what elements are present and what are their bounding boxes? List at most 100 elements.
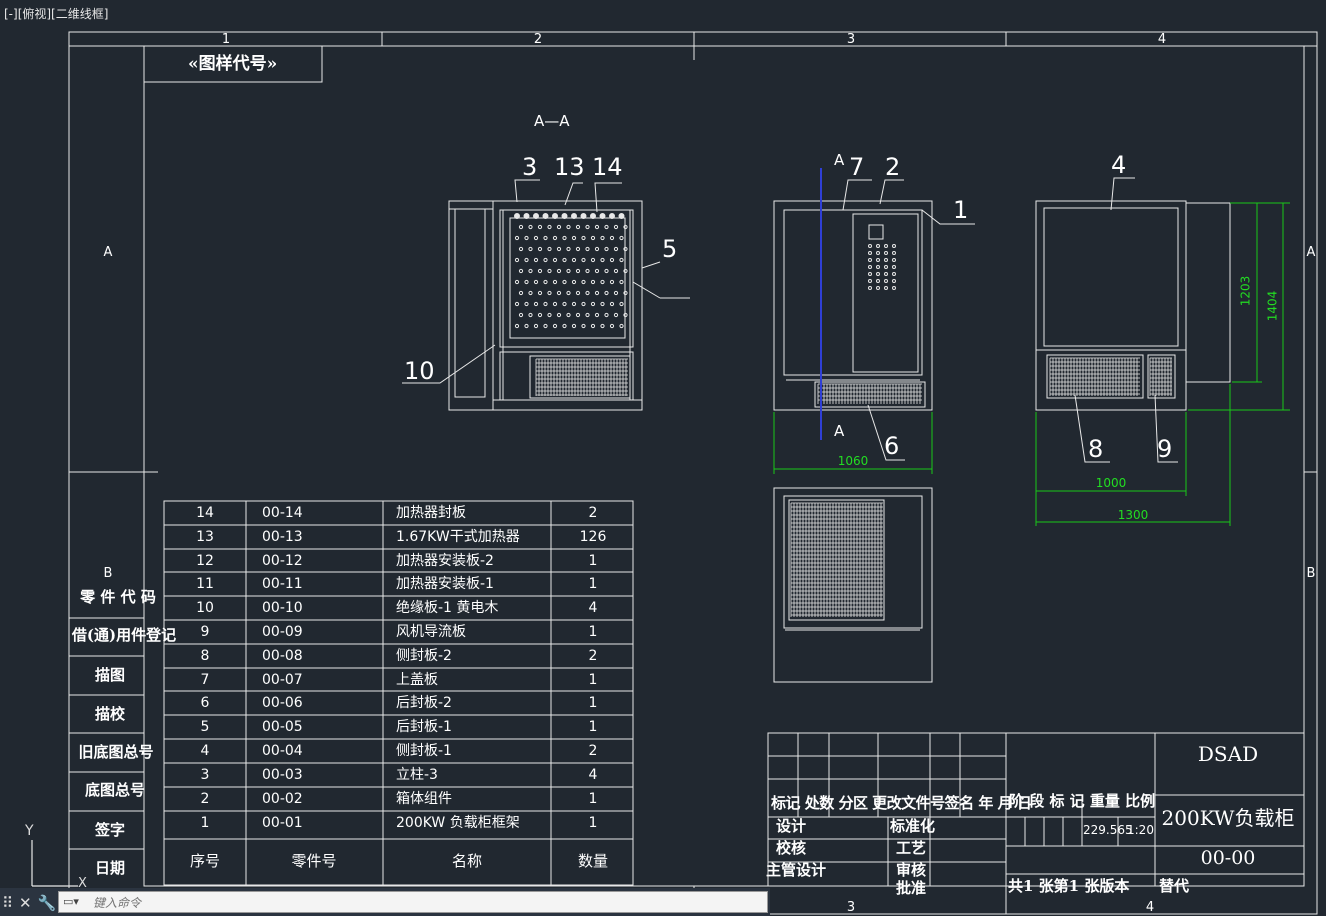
zone-letter: B [1306,566,1316,581]
command-input-box[interactable]: ▭▾ [58,891,768,913]
bom-cell-qty: 4 [588,600,598,616]
bom-cell-index: 6 [200,695,210,711]
bom-header-name: 名称 [451,852,483,870]
balloon-1: 1 [953,196,969,224]
bom-cell-qty: 126 [579,529,607,545]
bom-cell-part-no: 00-12 [262,553,303,569]
zone-number: 4 [1145,900,1155,915]
balloon-12: 13 [554,153,585,181]
command-history-icon[interactable]: ▭▾ [63,895,79,908]
zone-number: 1 [221,32,231,47]
bom-cell-qty: 1 [588,719,598,735]
bom-cell-index: 7 [200,672,210,688]
viewport-label[interactable]: [-][俯视][二维线框] [4,7,109,21]
balloon-7: 7 [849,153,865,181]
close-icon[interactable]: ✕ [19,894,32,912]
bom-cell-qty: 1 [588,576,598,592]
drag-handle-icon[interactable]: ⠿ [2,894,13,912]
balloon-6: 6 [884,432,900,460]
stage-header: 阶 段 标 记 重量 比例 [1009,792,1156,810]
bom-cell-part-no: 00-01 [262,815,303,831]
bom-cell-name: 后封板-2 [396,695,452,711]
bom-cell-index: 8 [200,648,210,664]
bom-cell-qty: 1 [588,815,598,831]
design-label: 设计 [776,817,807,835]
dimension-1404: 1404 [1265,290,1280,322]
command-bar-icons: ⠿ ✕ 🔧 [2,894,56,912]
left-column-old-base-no: 旧底图总号 [78,743,154,761]
bom-cell-qty: 1 [588,624,598,640]
bom-cell-index: 11 [196,576,214,592]
bom-cell-name: 箱体组件 [396,791,452,807]
drawing-number: 00-00 [1200,847,1256,869]
bom-cell-part-no: 00-11 [262,576,303,592]
company-name: DSAD [1197,742,1259,766]
bom-cell-index: 4 [200,743,210,759]
balloon-2: 2 [885,153,901,181]
section-marker-top: A [834,151,845,169]
bom-cell-qty: 1 [588,553,598,569]
zone-letter: A [103,245,113,260]
bom-cell-qty: 1 [588,791,598,807]
zone-number: 4 [1157,32,1167,47]
bom-cell-name: 侧封板-2 [396,648,452,664]
balloon-3: 3 [522,153,538,181]
zone-number: 2 [533,32,543,47]
approve-label: 批准 [896,879,927,897]
wrench-icon[interactable]: 🔧 [37,894,57,912]
bom-cell-part-no: 00-02 [262,791,303,807]
bom-cell-index: 10 [196,600,214,616]
section-label: A—A [534,112,570,130]
scale-value: 1:20 [1127,823,1154,837]
bom-cell-part-no: 00-14 [262,505,303,521]
bom-cell-part-no: 00-09 [262,624,303,640]
bom-cell-qty: 1 [588,695,598,711]
section-marker-bottom: A [834,422,845,440]
bom-header-qty: 数量 [577,852,609,870]
bom-cell-qty: 4 [588,767,598,783]
zone-letter: B [103,566,113,581]
bom-cell-index: 9 [200,624,210,640]
left-column-base-no: 底图总号 [84,781,146,799]
bom-cell-part-no: 00-05 [262,719,303,735]
bom-cell-name: 加热器安装板-1 [396,576,494,592]
bom-cell-name: 加热器封板 [396,505,466,521]
balloon-5: 5 [662,235,678,263]
process-label: 工艺 [896,839,927,857]
bom-cell-part-no: 00-04 [262,743,303,759]
bom-cell-part-no: 00-07 [262,672,303,688]
replace-label: 替代 [1159,877,1190,895]
balloon-4: 4 [1111,151,1127,179]
dimension-1300: 1300 [1117,508,1149,522]
bom-header-index: 序号 [189,852,221,870]
command-input[interactable] [91,893,755,913]
left-column-part-code: 零 件 代 码 [80,588,156,606]
bom-cell-qty: 2 [588,743,598,759]
dimension-1060: 1060 [837,454,869,468]
bom-cell-index: 13 [196,529,214,545]
bom-cell-index: 3 [200,767,210,783]
bom-cell-index: 1 [200,815,210,831]
left-column-tracing: 描图 [94,666,126,684]
outer-frame [68,31,1318,915]
bom-cell-qty: 2 [588,648,598,664]
bom-cell-name: 绝缘板-1 黄电木 [396,600,499,616]
bom-cell-qty: 2 [588,505,598,521]
weight-value: 229.565 [1083,823,1133,837]
left-column-trace-check: 描校 [94,705,126,723]
bom-cell-name: 侧封板-1 [396,743,452,759]
sheet-count: 共1 张第1 张版本 [1008,877,1130,895]
review-label: 审核 [896,861,927,879]
zone-letter: A [1306,245,1316,260]
check-label: 校核 [776,839,807,857]
revision-header: 标记 处数 分区 更改文件号签名 年 月 日 [771,794,1032,812]
chief-design-label: 主管设计 [766,861,827,879]
dimension-1000: 1000 [1095,476,1127,490]
left-column-borrowed-register: 借(通)用件登记 [71,626,177,644]
balloon-10: 10 [404,357,435,385]
corner-title: «图样代号» [188,54,278,74]
left-column-date: 日期 [94,859,126,877]
bom-cell-part-no: 00-10 [262,600,303,616]
bom-cell-part-no: 00-13 [262,529,303,545]
